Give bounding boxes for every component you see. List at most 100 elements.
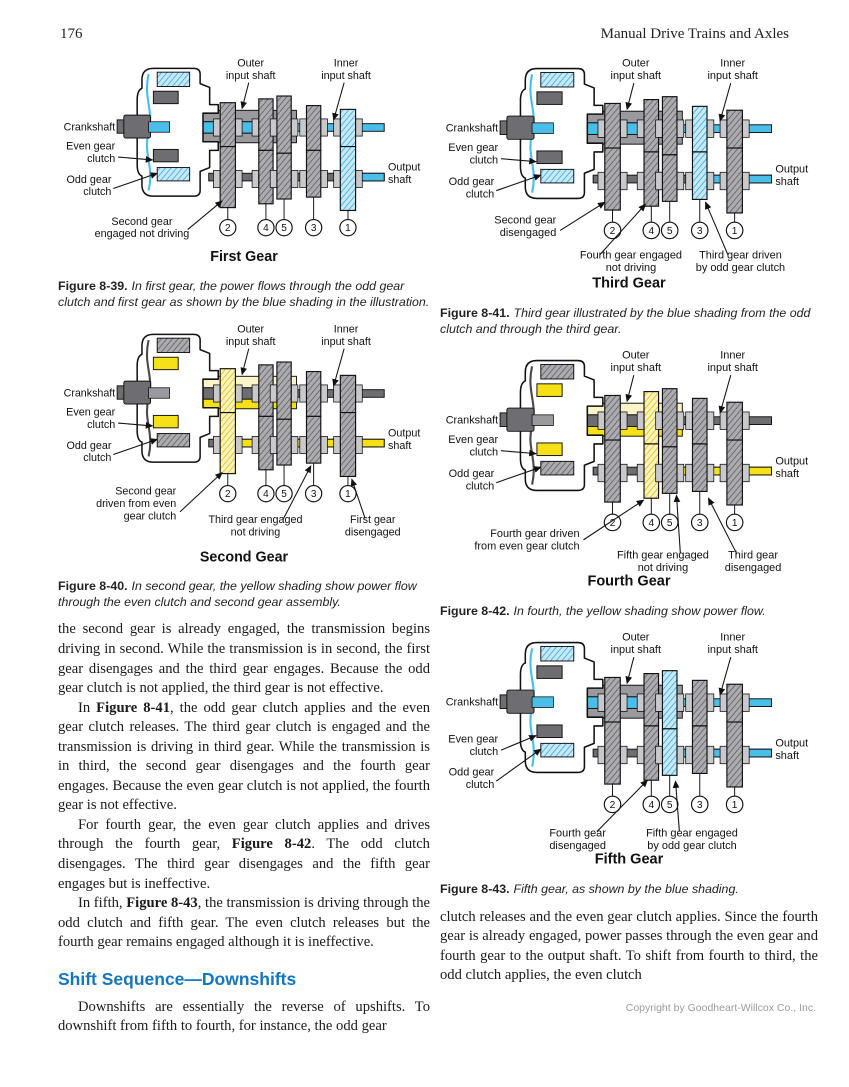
body-text-left: the second gear is already engaged, the … — [58, 620, 430, 952]
svg-text:Crankshaft: Crankshaft — [446, 697, 498, 709]
gear-number: 2 — [610, 226, 616, 237]
figure-title: Second Gear — [200, 549, 289, 565]
svg-text:Crankshaft: Crankshaft — [64, 387, 116, 399]
gear-number: 5 — [667, 518, 673, 529]
gear-number: 4 — [648, 518, 654, 529]
gear-number: 2 — [225, 223, 231, 234]
gear-number: 4 — [263, 489, 269, 500]
gear-number: 2 — [610, 800, 616, 811]
body-paragraph: In fifth, Figure 8-43, the transmission … — [58, 895, 430, 951]
caption-label: Figure 8-41. — [440, 306, 510, 321]
page-number: 176 — [60, 26, 83, 42]
gear-number: 5 — [281, 489, 287, 500]
gear-number: 2 — [225, 489, 231, 500]
body-text-after-heading: Downshifts are essentially the reverse o… — [58, 998, 430, 1037]
running-head-title: Manual Drive Trains and Axles — [600, 26, 789, 42]
caption-text: Third gear illustrated by the blue shadi… — [440, 306, 811, 337]
gear-number: 4 — [648, 226, 654, 237]
body-paragraph: clutch releases and the even gear clutch… — [440, 908, 818, 984]
gear-number: 1 — [345, 223, 351, 234]
gear-number: 1 — [732, 226, 738, 237]
svg-text:Crankshaft: Crankshaft — [446, 415, 498, 427]
gear-number: 3 — [697, 518, 703, 529]
gear-number: 1 — [345, 489, 351, 500]
body-paragraph: Downshifts are essentially the reverse o… — [58, 998, 430, 1035]
gear-number: 5 — [667, 226, 673, 237]
figure-caption-8-39: Figure 8-39.In first gear, the power flo… — [58, 278, 430, 310]
running-head: 176 Manual Drive Trains and Axles — [0, 0, 849, 43]
caption-text: In second gear, the yellow shading show … — [58, 579, 417, 610]
caption-text: In fourth, the yellow shading show power… — [513, 604, 766, 619]
svg-text:Crankshaft: Crankshaft — [64, 121, 116, 133]
gear-number: 4 — [648, 800, 654, 811]
caption-label: Figure 8-40. — [58, 579, 128, 594]
figure-caption-8-41: Figure 8-41.Third gear illustrated by th… — [440, 305, 818, 337]
body-paragraph: the second gear is already engaged, the … — [58, 621, 430, 697]
caption-label: Figure 8-39. — [58, 279, 128, 294]
figure-caption-8-42: Figure 8-42.In fourth, the yellow shadin… — [440, 603, 818, 619]
gear-number: 5 — [281, 223, 287, 234]
body-paragraph: For fourth gear, the even gear clutch ap… — [58, 816, 430, 892]
caption-label: Figure 8-42. — [440, 604, 510, 619]
svg-text:Crankshaft: Crankshaft — [446, 123, 498, 135]
gear-number: 2 — [610, 518, 616, 529]
caption-text: Fifth gear, as shown by the blue shading… — [513, 882, 739, 897]
gear-number: 3 — [697, 226, 703, 237]
gear-number: 1 — [732, 800, 738, 811]
body-text-right: clutch releases and the even gear clutch… — [440, 908, 818, 986]
figure-caption-8-43: Figure 8-43.Fifth gear, as shown by the … — [440, 881, 818, 897]
section-heading: Shift Sequence—Downshifts — [58, 968, 297, 989]
